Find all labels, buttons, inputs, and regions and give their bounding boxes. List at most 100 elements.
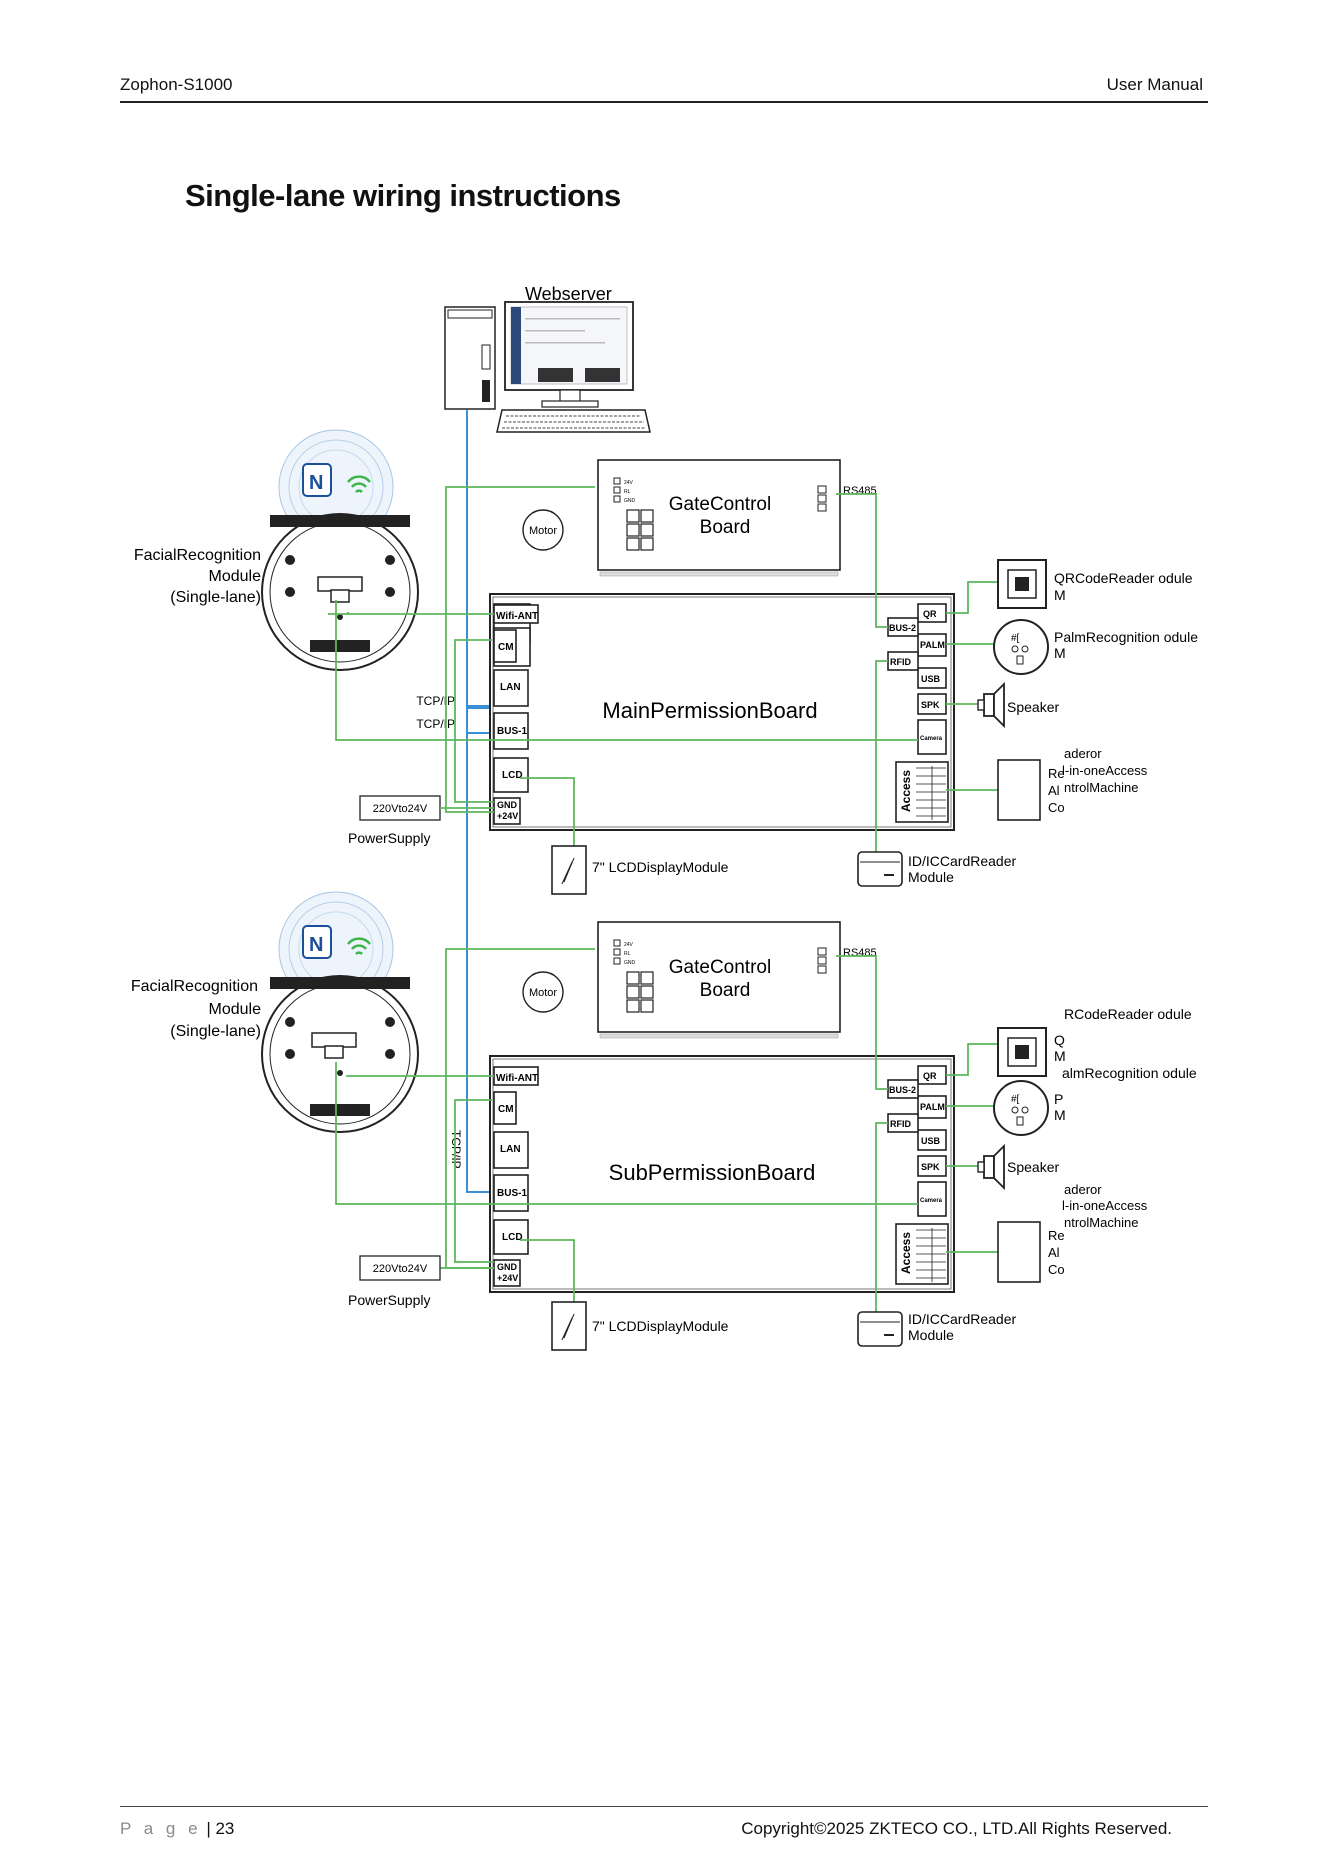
rs485-label-2: RS485: [843, 947, 877, 959]
port-palm-1: PALM: [920, 640, 945, 650]
power-supply-box-1: [359, 795, 441, 821]
header-rule: [120, 101, 1208, 103]
motor-label-1: Motor: [529, 525, 557, 537]
card-reader-label-2b: Module: [908, 1327, 954, 1343]
facial-label-2b: Module: [209, 1001, 262, 1018]
reader-label-2b: l-in-oneAccess: [1062, 1198, 1148, 1213]
port-lcd-1: LCD: [502, 770, 523, 781]
power-label-2: PowerSupply: [348, 1292, 431, 1308]
page-title: Single-lane wiring instructions: [185, 178, 621, 213]
power-box-label-2: 220Vto24V: [373, 1263, 428, 1275]
reader-label-2f: Co: [1048, 1262, 1065, 1277]
access-label-1: Access: [899, 770, 913, 812]
palm-reader-icon-2: #[: [993, 1080, 1049, 1136]
facial-label-1a: FacialRecognition: [134, 547, 261, 564]
access-label-2: Access: [899, 1232, 913, 1274]
facial-module-1: N: [261, 429, 419, 671]
port-spk-1: SPK: [921, 700, 940, 710]
qr-label-2b: Q: [1054, 1032, 1065, 1048]
power-supply-box-2: [359, 1255, 441, 1281]
reader-label-1c: ntrolMachine: [1064, 780, 1138, 795]
port-qr-2: QR: [923, 1071, 937, 1081]
palm-label-2c: M: [1054, 1107, 1066, 1123]
port-usb-2: USB: [921, 1136, 941, 1146]
port-gnd-2: GND: [497, 1262, 518, 1272]
port-lan-1: LAN: [500, 682, 521, 693]
palm-reader-icon-1: #[: [993, 619, 1049, 675]
page-label: P a g e: [120, 1819, 202, 1838]
gate-board-label-2b: Board: [700, 980, 751, 1001]
facial-module-2: N: [261, 891, 419, 1133]
gate2-term-gnd: GND: [624, 960, 636, 966]
reader-label-1f: Co: [1048, 800, 1065, 815]
wifi-icon: [347, 475, 371, 493]
port-lcd-2: LCD: [502, 1232, 523, 1243]
gate-control-board-1: 24V RL GND: [522, 459, 841, 577]
qr-label-1b: M: [1054, 587, 1066, 603]
lane-main: N FacialRecognition Module (Single-lane)…: [134, 410, 1198, 940]
gate1-term-rl: RL: [624, 489, 631, 495]
speaker-icon-1: [977, 681, 1005, 729]
gate-board-label-2a: GateControl: [669, 957, 771, 978]
port-lan-2: LAN: [500, 1144, 521, 1155]
speaker-icon-2: [977, 1143, 1005, 1191]
lcd-display-icon-2: [551, 1301, 587, 1351]
port-camera-1: Camera: [920, 736, 943, 742]
header-product-name: Zophon-S1000: [120, 75, 233, 94]
gate2-term-24v: 24V: [624, 942, 634, 948]
rs485-label-1: RS485: [843, 485, 877, 497]
reader-label-2c: ntrolMachine: [1064, 1215, 1138, 1230]
page-number: | 23: [206, 1819, 235, 1838]
gate1-term-gnd: GND: [624, 498, 636, 504]
wifi-icon: [347, 937, 371, 955]
port-spk-2: SPK: [921, 1162, 940, 1172]
port-rfid-1: RFID: [890, 657, 911, 667]
card-reader-icon-1: [857, 851, 903, 887]
svg-text:#[: #[: [1011, 1094, 1020, 1105]
gate-control-board-2: 24V RL GND: [522, 921, 841, 1039]
gate1-term-24v: 24V: [624, 480, 634, 486]
facial-label-1b: Module: [209, 568, 262, 585]
port-bus1-2: BUS-1: [497, 1188, 527, 1199]
webserver-label: Webserver: [525, 284, 612, 304]
port-wifi-ant-1: Wifi-ANT: [496, 611, 538, 622]
footer-rule: [120, 1806, 1208, 1807]
motor-label-2: Motor: [529, 987, 557, 999]
webserver-computer: Webserver: [444, 284, 651, 433]
port-usb-1: USB: [921, 674, 941, 684]
reader-label-1d: Re: [1048, 766, 1065, 781]
palm-label-1b: M: [1054, 645, 1066, 661]
port-bus1-1: BUS-1: [497, 726, 527, 737]
lcd-display-icon-1: [551, 845, 587, 895]
port-bus2-2: BUS-2: [889, 1085, 916, 1095]
lcd-label-1: 7" LCDDisplayModule: [592, 859, 729, 875]
port-cm-1: CM: [498, 642, 514, 653]
card-reader-label-1b: Module: [908, 869, 954, 885]
facial-label-2c: (Single-lane): [170, 1023, 261, 1040]
qr-label-2c: M: [1054, 1048, 1066, 1064]
port-rfid-2: RFID: [890, 1119, 911, 1129]
tcpip-label-1b: TCP/IP: [416, 717, 455, 731]
nfc-icon: N: [309, 934, 323, 956]
card-reader-label-1a: ID/ICCardReader: [908, 853, 1016, 869]
tcpip-label-1a: TCP/IP: [416, 694, 455, 708]
palm-label-2a: almRecognition odule: [1062, 1065, 1197, 1081]
nfc-icon: N: [309, 472, 323, 494]
card-reader-icon-2: [857, 1311, 903, 1347]
port-camera-2: Camera: [920, 1198, 943, 1204]
qr-reader-icon-2: [997, 1027, 1047, 1077]
palm-label-1a: PalmRecognition odule: [1054, 629, 1198, 645]
lane-sub: N FacialRecognition Module (Single-lane)…: [131, 891, 1197, 1351]
port-bus2-1: BUS-2: [889, 623, 916, 633]
footer-copyright: Copyright©2025 ZKTECO CO., LTD.All Right…: [741, 1819, 1172, 1838]
port-wifi-ant-2: Wifi-ANT: [496, 1073, 538, 1084]
footer-page: P a g e | 23: [120, 1819, 234, 1839]
power-label-1: PowerSupply: [348, 830, 431, 846]
port-palm-2: PALM: [920, 1102, 945, 1112]
main-board-label: MainPermissionBoard: [602, 698, 817, 723]
svg-text:#[: #[: [1011, 633, 1020, 644]
port-24v-2: +24V: [497, 1273, 518, 1283]
reader-label-1e: Al: [1048, 783, 1060, 798]
port-gnd-1: GND: [497, 800, 518, 810]
